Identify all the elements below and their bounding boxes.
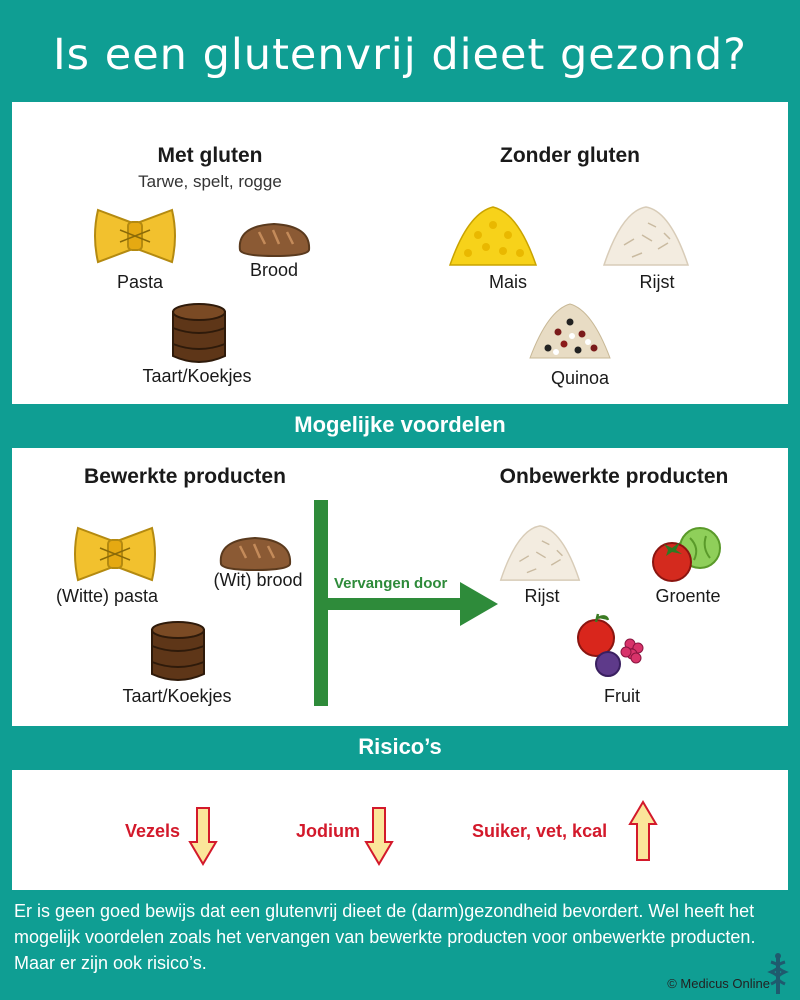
arrow-down-icon bbox=[364, 807, 394, 866]
bread-icon bbox=[238, 222, 311, 258]
risks-panel: Vezels Jodium Suiker, vet, kcal bbox=[12, 770, 788, 890]
with-gluten-item-bread: Brood bbox=[249, 260, 299, 280]
page-title: Is een glutenvrij dieet gezond? bbox=[52, 30, 747, 80]
without-gluten-item-rice: Rijst bbox=[639, 272, 675, 292]
arrow-up-icon bbox=[628, 800, 658, 861]
without-gluten-item-corn: Mais bbox=[488, 272, 527, 292]
pasta-icon bbox=[74, 526, 156, 582]
unprocessed-heading: Onbewerkte producten bbox=[499, 465, 729, 488]
risk-label-iodine: Jodium bbox=[296, 821, 361, 841]
rice-icon bbox=[499, 525, 581, 581]
with-gluten-item-cake: Taart/Koekjes bbox=[142, 366, 252, 386]
risks-band: Risico’s bbox=[358, 734, 442, 759]
quinoa-icon bbox=[529, 303, 611, 359]
with-gluten-item-pasta: Pasta bbox=[116, 272, 164, 292]
unprocessed-item-fruit: Fruit bbox=[604, 686, 640, 706]
medicus-logo-icon bbox=[767, 953, 789, 994]
cake-icon bbox=[172, 303, 226, 363]
fruit-icon bbox=[577, 613, 644, 677]
risk-label-sugar-fat-kcal: Suiker, vet, kcal bbox=[472, 821, 608, 841]
pasta-icon bbox=[94, 208, 176, 264]
replace-arrow-label: Vervangen door bbox=[334, 575, 448, 592]
processed-item-pasta: (Witte) pasta bbox=[55, 586, 159, 606]
rice-icon bbox=[602, 206, 690, 266]
processed-item-bread: (Wit) brood bbox=[213, 570, 303, 590]
arrow-down-icon bbox=[188, 807, 218, 866]
unprocessed-item-vegetables: Groente bbox=[655, 586, 721, 606]
without-gluten-heading: Zonder gluten bbox=[500, 144, 640, 167]
replace-arrow bbox=[314, 500, 498, 706]
processed-heading: Bewerkte producten bbox=[84, 465, 286, 488]
gluten-panel: Met gluten Tarwe, spelt, rogge Zonder gl… bbox=[12, 102, 788, 404]
benefits-panel: Bewerkte producten Onbewerkte producten … bbox=[12, 448, 788, 726]
with-gluten-heading: Met gluten bbox=[157, 144, 263, 167]
without-gluten-item-quinoa: Quinoa bbox=[550, 368, 610, 388]
with-gluten-subtitle: Tarwe, spelt, rogge bbox=[138, 172, 282, 191]
bread-icon bbox=[219, 536, 292, 572]
risk-label-fibre: Vezels bbox=[125, 821, 181, 841]
copyright: © Medicus Online bbox=[667, 976, 770, 991]
footer-text: Er is geen goed bewijs dat een glutenvri… bbox=[14, 901, 756, 973]
corn-icon bbox=[448, 206, 538, 266]
benefits-band: Mogelijke voordelen bbox=[294, 412, 506, 437]
vegetables-icon bbox=[652, 527, 721, 582]
cake-icon bbox=[151, 621, 205, 681]
processed-item-cake: Taart/Koekjes bbox=[122, 686, 232, 706]
unprocessed-item-rice: Rijst bbox=[524, 586, 560, 606]
